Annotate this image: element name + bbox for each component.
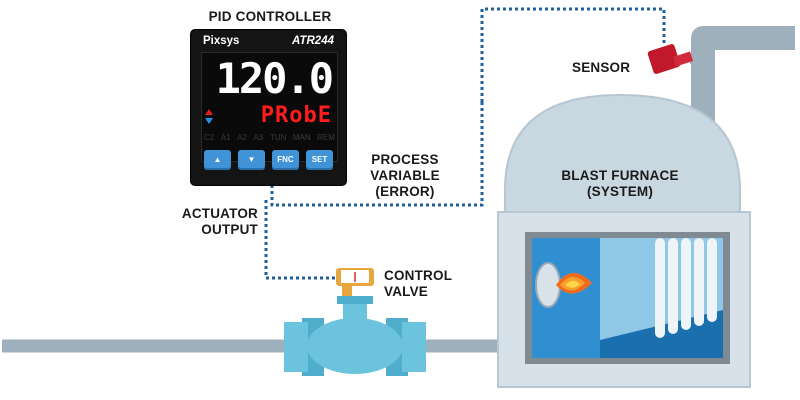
down-button[interactable]: ▼ — [238, 150, 265, 170]
inlet-pipe — [2, 285, 520, 353]
blast-furnace-label: BLAST FURNACE (SYSTEM) — [561, 168, 679, 199]
indicator-c2: C2 — [204, 133, 215, 142]
model-number: ATR244 — [292, 35, 334, 47]
exhaust-pipe — [691, 26, 795, 140]
indicator-rem: REM — [317, 133, 335, 142]
controller-display: 120.0 PRobE C2 A1 A2 A3 TUN MAN REM — [201, 52, 338, 162]
valve-body — [307, 318, 403, 374]
indicator-a1: A1 — [220, 133, 231, 142]
sensor-signal-line — [480, 7, 666, 102]
actuator-output-line — [264, 200, 336, 280]
status-readout: PRobE — [260, 103, 332, 128]
down-indicator-icon — [205, 118, 213, 124]
indicator-a2: A2 — [237, 133, 247, 142]
control-valve-label: CONTROL VALVE — [384, 268, 453, 299]
sensor-icon — [647, 44, 704, 74]
indicator-man: MAN — [292, 133, 311, 142]
up-indicator-icon — [205, 109, 213, 115]
heating-tubes — [655, 238, 717, 338]
flame-icon — [556, 272, 592, 294]
control-valve — [284, 268, 426, 376]
process-variable-label: PROCESS VARIABLE (ERROR) — [370, 152, 440, 199]
fnc-button[interactable]: FNC — [272, 150, 299, 170]
up-button[interactable]: ▲ — [204, 150, 231, 170]
pid-controller-title: PID CONTROLLER — [208, 9, 332, 24]
set-button[interactable]: SET — [306, 150, 333, 170]
actuator-output-label: ACTUATOR OUTPUT — [181, 206, 258, 237]
furnace-dome — [504, 93, 741, 221]
indicator-labels: C2 A1 A2 A3 TUN MAN REM — [204, 133, 335, 142]
indicator-a3: A3 — [253, 133, 264, 142]
blast-furnace — [497, 93, 751, 388]
brand-logo: Pixsys — [203, 35, 240, 47]
valve-stem — [342, 282, 352, 296]
pid-controller-unit: Pixsys ATR244 120.0 PRobE C2 A1 A2 A3 TU… — [191, 30, 346, 185]
process-value-readout: 120.0 — [215, 54, 334, 103]
indicator-tun: TUN — [269, 133, 287, 142]
sensor-label: SENSOR — [572, 60, 631, 75]
